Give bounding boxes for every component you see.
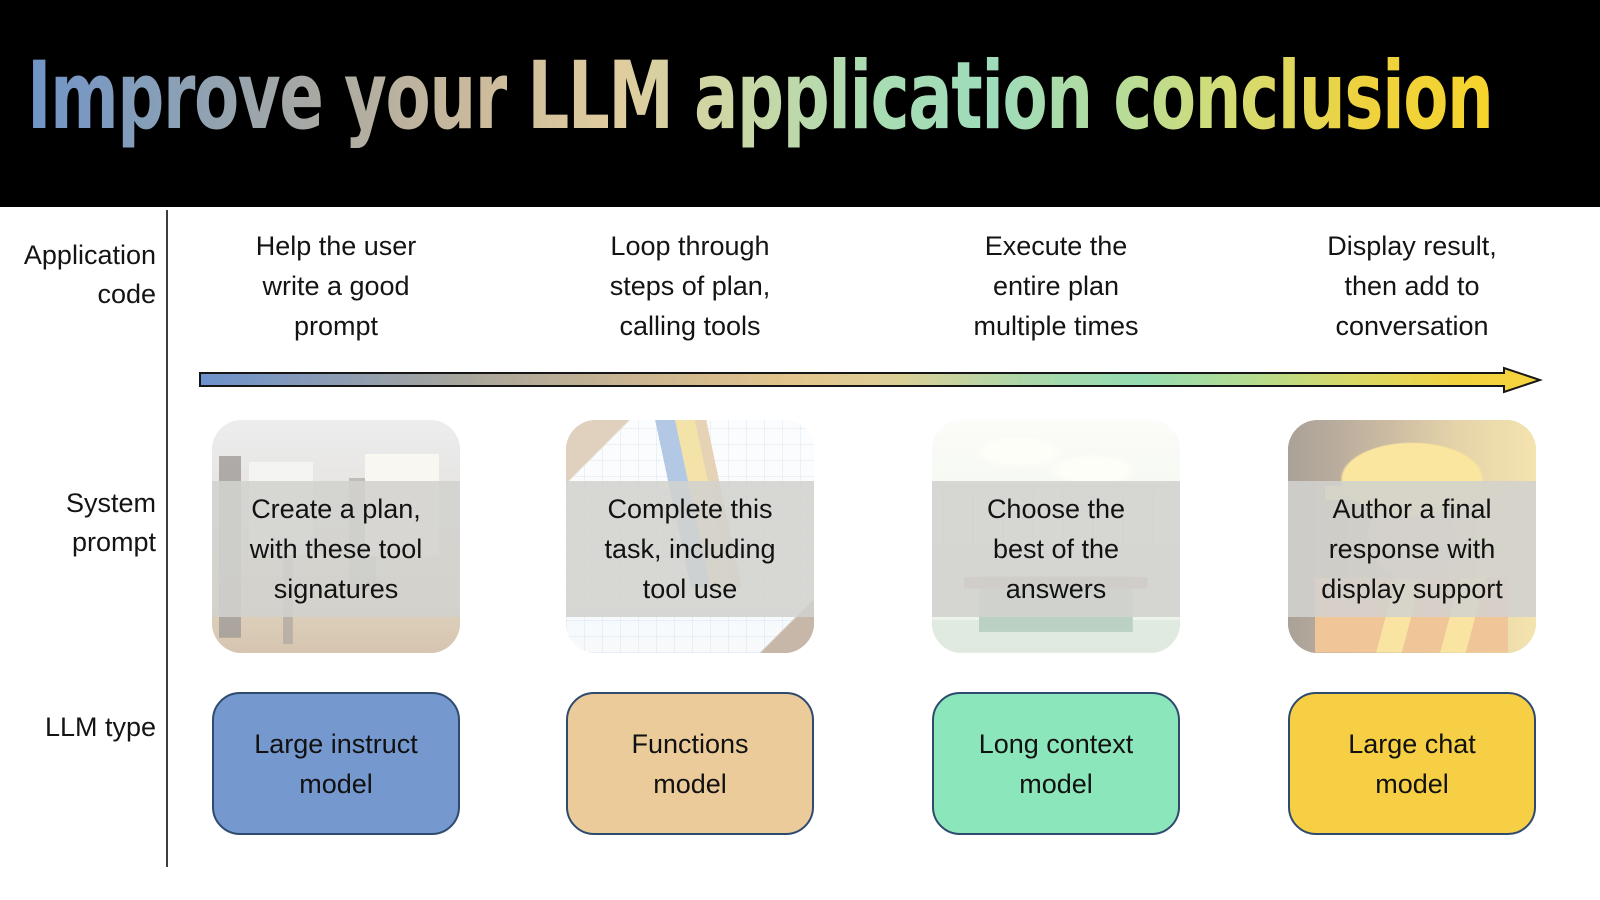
title-banner: Improve your LLM application conclusion <box>0 0 1600 207</box>
llm-type-label: Large instruct model <box>254 728 418 799</box>
llm-type-box-long-context: Long context model <box>932 692 1180 835</box>
system-prompt-card-3: Choose the best of the answers <box>932 420 1180 653</box>
flow-arrow-icon <box>199 366 1543 394</box>
system-prompt-caption: Author a final response with display sup… <box>1288 481 1536 617</box>
system-prompt-text: Complete this task, including tool use <box>604 494 776 604</box>
llm-type-label: Long context model <box>978 728 1134 799</box>
system-prompt-caption: Choose the best of the answers <box>932 481 1180 617</box>
application-code-step-1: Help the user write a good prompt <box>255 231 417 341</box>
llm-type-box-large-instruct: Large instruct model <box>212 692 460 835</box>
llm-type-label: Functions model <box>631 728 749 799</box>
system-prompt-card-1: Create a plan, with these tool signature… <box>212 420 460 653</box>
application-code-step-3: Execute the entire plan multiple times <box>973 231 1139 341</box>
system-prompt-card-2: Complete this task, including tool use <box>566 420 814 653</box>
system-prompt-text: Create a plan, with these tool signature… <box>249 494 423 604</box>
system-prompt-caption: Create a plan, with these tool signature… <box>212 481 460 617</box>
llm-type-box-large-chat: Large chat model <box>1288 692 1536 835</box>
row-label-application-code: Application code <box>23 240 156 309</box>
application-code-step-2: Loop through steps of plan, calling tool… <box>609 231 771 341</box>
system-prompt-card-4: Author a final response with display sup… <box>1288 420 1536 653</box>
system-prompt-caption: Complete this task, including tool use <box>566 481 814 617</box>
row-label-system-prompt: System prompt <box>65 488 156 557</box>
row-label-llm-type: LLM type <box>44 712 156 742</box>
row-labels-divider <box>166 210 168 867</box>
llm-type-label: Large chat model <box>1348 728 1476 799</box>
application-code-step-4: Display result, then add to conversation <box>1327 231 1497 341</box>
slide-title: Improve your LLM application conclusion <box>27 42 1494 151</box>
system-prompt-text: Author a final response with display sup… <box>1321 494 1503 604</box>
system-prompt-text: Choose the best of the answers <box>986 494 1126 604</box>
llm-type-box-functions: Functions model <box>566 692 814 835</box>
